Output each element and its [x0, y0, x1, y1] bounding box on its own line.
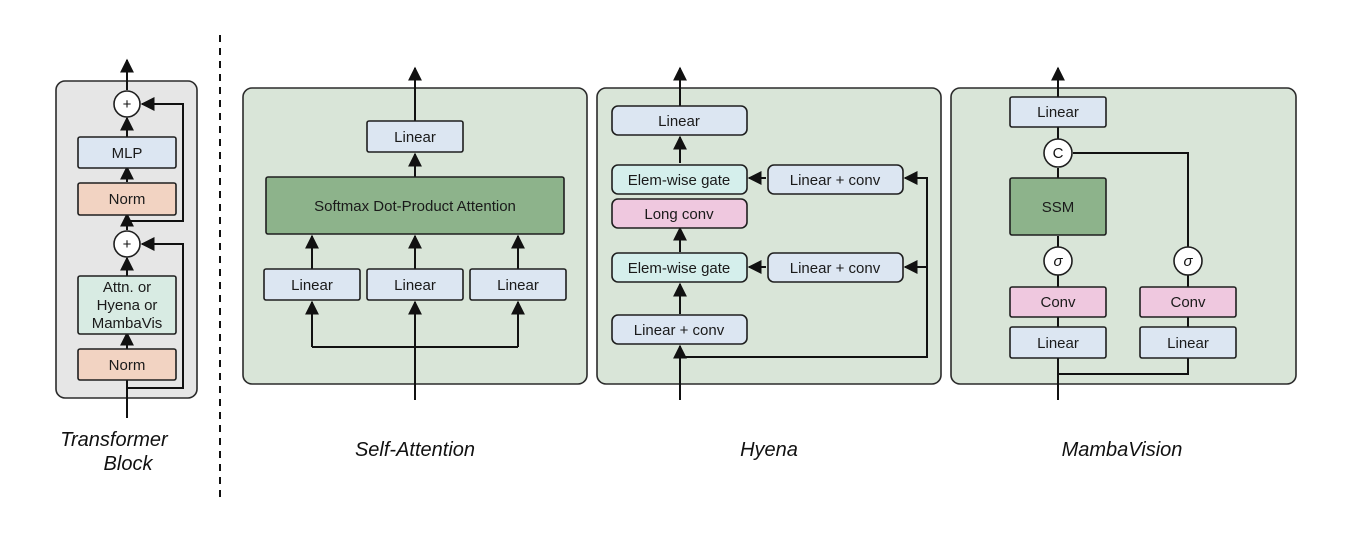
hyena-linear-out-box: Linear [611, 105, 748, 136]
ssm-label: SSM [1042, 199, 1075, 216]
self-attention-caption: Self-Attention [355, 439, 475, 461]
sa-linear-out-label: Linear [394, 129, 436, 146]
hyena-linconv-mid-label: Linear + conv [790, 260, 881, 277]
sa-linear-v-box: Linear [469, 268, 567, 301]
mamba-linear-out-box: Linear [1009, 96, 1107, 128]
mamba-linear-left-label: Linear [1037, 335, 1079, 352]
hyena-gate-top-label: Elem-wise gate [628, 172, 731, 189]
mamba-conv-right-box: Conv [1139, 286, 1237, 318]
mixer-box: Attn. or Hyena or MambaVis [77, 275, 177, 335]
hyena-gate-top-box: Elem-wise gate [611, 164, 748, 195]
norm-bottom-label: Norm [109, 357, 146, 374]
mambavision-block: Linear C SSM σ σ Conv Conv Linear [950, 66, 1297, 461]
sa-linear-q-box: Linear [263, 268, 361, 301]
mamba-linear-left-box: Linear [1009, 326, 1107, 359]
transformer-caption-line2: Block [104, 453, 154, 475]
sa-linear-v-label: Linear [497, 277, 539, 294]
plus-bottom-icon: + [113, 230, 141, 258]
mambavision-caption: MambaVision [1062, 439, 1183, 461]
softmax-attention-label: Softmax Dot-Product Attention [314, 198, 516, 215]
mambavision-panel [950, 87, 1297, 385]
hyena-caption: Hyena [740, 439, 798, 461]
hyena-panel [596, 87, 942, 385]
mamba-linear-right-label: Linear [1167, 335, 1209, 352]
mlp-label: MLP [112, 145, 143, 162]
plus-bottom-label: + [123, 236, 132, 253]
sigma-left-label: σ [1053, 253, 1063, 270]
mlp-box: MLP [77, 136, 177, 169]
hyena-gate-bottom-label: Elem-wise gate [628, 260, 731, 277]
hyena-linconv-mid-box: Linear + conv [767, 252, 904, 283]
mamba-conv-right-label: Conv [1170, 294, 1206, 311]
hyena-long-conv-label: Long conv [644, 206, 714, 223]
sa-linear-k-label: Linear [394, 277, 436, 294]
sigma-right-label: σ [1183, 253, 1193, 270]
hyena-gate-bottom-box: Elem-wise gate [611, 252, 748, 283]
sa-linear-k-box: Linear [366, 268, 464, 301]
ssm-box: SSM [1009, 177, 1107, 236]
norm-top-box: Norm [77, 182, 177, 216]
mamba-linear-out-label: Linear [1037, 104, 1079, 121]
mamba-conv-left-label: Conv [1040, 294, 1076, 311]
mixer-label-line3: MambaVis [92, 315, 163, 332]
mixer-label-line2: Hyena or [97, 297, 158, 314]
concat-label: C [1053, 145, 1064, 162]
mixer-label-line1: Attn. or [103, 279, 151, 296]
plus-top-label: + [123, 96, 132, 113]
transformer-block: + MLP Norm + Attn. or Hyena or MambaVis … [55, 58, 198, 475]
sa-linear-q-label: Linear [291, 277, 333, 294]
plus-top-icon: + [113, 90, 141, 118]
hyena-linear-out-label: Linear [658, 113, 700, 130]
hyena-block: Linear Elem-wise gate Linear + conv Long… [596, 66, 942, 461]
concat-icon: C [1043, 138, 1073, 168]
softmax-attention-box: Softmax Dot-Product Attention [265, 176, 565, 235]
hyena-linconv-in-box: Linear + conv [611, 314, 748, 345]
hyena-long-conv-box: Long conv [611, 198, 748, 229]
mamba-linear-right-box: Linear [1139, 326, 1237, 359]
hyena-linconv-in-label: Linear + conv [634, 322, 725, 339]
sigma-left-icon: σ [1043, 246, 1073, 276]
norm-top-label: Norm [109, 191, 146, 208]
transformer-caption-line1: Transformer [60, 429, 169, 451]
mamba-conv-left-box: Conv [1009, 286, 1107, 318]
sigma-right-icon: σ [1173, 246, 1203, 276]
hyena-linconv-top-box: Linear + conv [767, 164, 904, 195]
hyena-linconv-top-label: Linear + conv [790, 172, 881, 189]
self-attention-block: Linear Softmax Dot-Product Attention Lin… [242, 66, 588, 461]
sa-linear-out-box: Linear [366, 120, 464, 153]
norm-bottom-box: Norm [77, 348, 177, 381]
